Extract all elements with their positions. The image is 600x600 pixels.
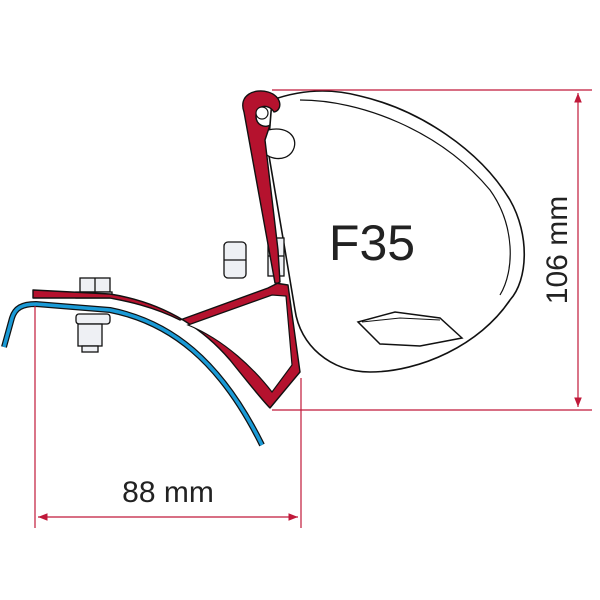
height-dimension-label: 106 mm <box>541 196 574 304</box>
width-dimension-label: 88 mm <box>122 476 214 509</box>
mounting-bracket <box>32 90 301 409</box>
product-label: F35 <box>329 215 415 271</box>
dimension-lines <box>34 89 592 528</box>
bolt-left <box>75 277 113 353</box>
awning-casing <box>261 90 525 373</box>
